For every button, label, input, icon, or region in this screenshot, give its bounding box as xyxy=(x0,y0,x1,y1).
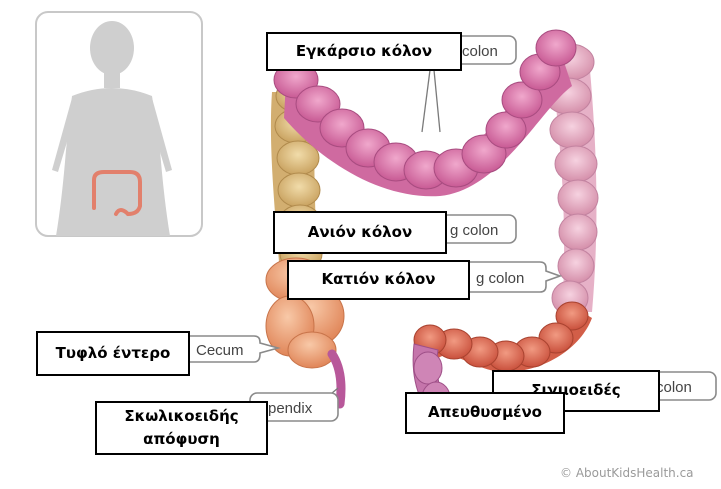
label-appendix-line1: Σκωλικοειδής xyxy=(124,405,238,428)
english-label-sigmoid: colon xyxy=(656,379,692,396)
label-cecum: Τυφλό έντερο xyxy=(36,331,190,376)
label-transverse-colon: Εγκάρσιο κόλον xyxy=(266,32,462,71)
english-label-cecum: Cecum xyxy=(196,342,244,359)
english-label-ascending: g colon xyxy=(450,222,498,239)
english-label-transverse: colon xyxy=(462,43,498,60)
body-silhouette-inset xyxy=(36,12,202,236)
copyright-credit: © AboutKidsHealth.ca xyxy=(560,466,694,480)
label-ascending-colon: Ανιόν κόλον xyxy=(273,211,447,254)
label-appendix-line2: απόφυση xyxy=(143,428,220,451)
english-label-descending: g colon xyxy=(476,270,524,287)
label-appendix: Σκωλικοειδής απόφυση xyxy=(95,401,268,455)
label-descending-colon: Κατιόν κόλον xyxy=(287,260,470,300)
label-rectum: Απευθυσμένο xyxy=(405,392,565,434)
english-label-appendix: pendix xyxy=(268,400,313,417)
